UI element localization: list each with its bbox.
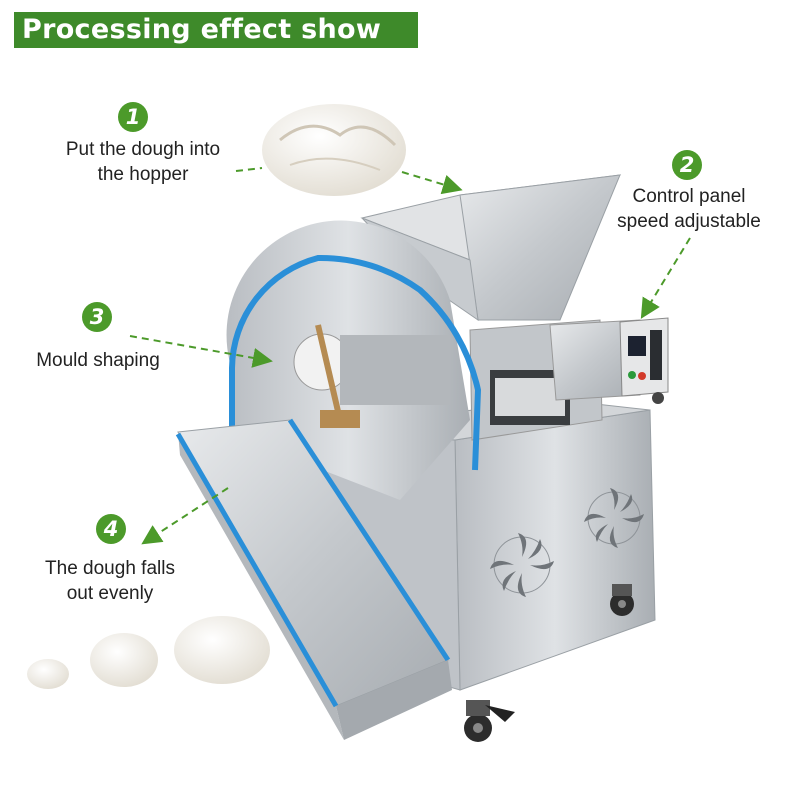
step-2-label: Control panel speed adjustable xyxy=(617,186,761,232)
discharge-chute xyxy=(175,418,452,740)
pointer-arrow xyxy=(129,167,691,545)
control-panel xyxy=(619,317,669,404)
step-number-badge: 1 xyxy=(118,102,148,132)
dough-balls xyxy=(27,616,270,689)
fan-vent-icon xyxy=(584,488,644,548)
machine-upper-body xyxy=(469,319,641,441)
step-3-label: Mould shaping xyxy=(36,350,160,371)
step-number-badge: 4 xyxy=(96,514,126,544)
step-number-badge: 3 xyxy=(82,302,112,332)
step-4-label: The dough falls out evenly xyxy=(45,558,175,604)
step-1-label: Put the dough into the hopper xyxy=(65,139,221,185)
caster-wheel-icon xyxy=(464,700,515,742)
raw-dough xyxy=(262,104,406,196)
caster-wheel-icon xyxy=(610,584,634,616)
fan-vent-icon xyxy=(490,533,554,597)
step-number-badge: 2 xyxy=(672,150,702,180)
section-title-banner: Processing effect show xyxy=(14,12,418,48)
